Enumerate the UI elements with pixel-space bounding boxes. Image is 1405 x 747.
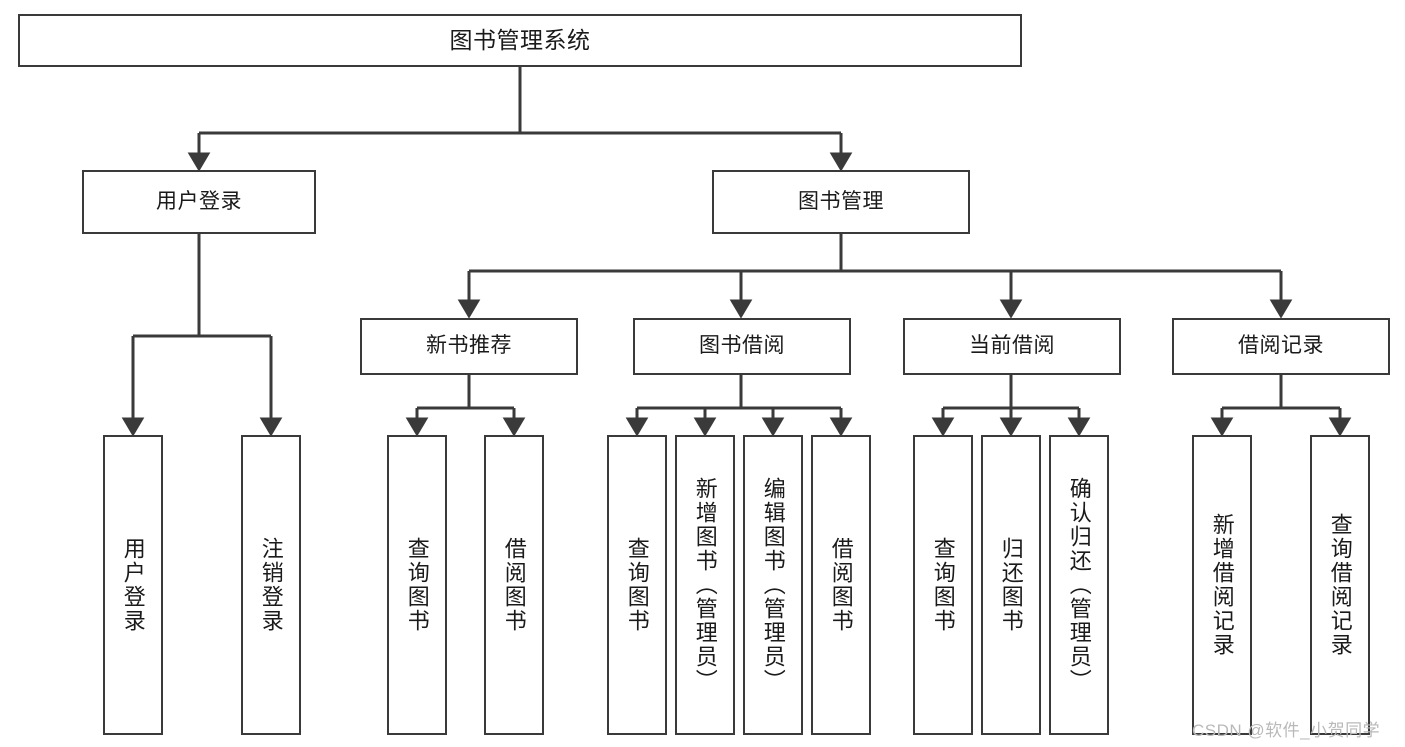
node-label: 图书管理系统	[449, 27, 591, 54]
node-leaf-user-login[interactable]: 用户登录	[103, 435, 163, 735]
node-root-book-management-system[interactable]: 图书管理系统	[18, 14, 1022, 67]
node-current-borrow[interactable]: 当前借阅	[903, 318, 1121, 375]
node-label: 借阅记录	[1238, 334, 1324, 358]
node-label: 新书推荐	[426, 334, 512, 358]
node-label: 查询图书	[624, 537, 650, 633]
node-leaf-query-books-newbook[interactable]: 查询图书	[387, 435, 447, 735]
node-label: 借阅图书	[828, 537, 854, 633]
node-leaf-add-book-admin[interactable]: 新增图书（管理员）	[675, 435, 735, 735]
node-leaf-add-borrow-record[interactable]: 新增借阅记录	[1192, 435, 1252, 735]
node-label: 编辑图书（管理员）	[760, 477, 786, 693]
node-label: 当前借阅	[969, 334, 1055, 358]
node-label: 查询借阅记录	[1327, 513, 1353, 657]
node-book-borrow[interactable]: 图书借阅	[633, 318, 851, 375]
csdn-watermark: CSDN @软件_小贺同学	[1192, 721, 1381, 740]
node-leaf-logout[interactable]: 注销登录	[241, 435, 301, 735]
node-leaf-edit-book-admin[interactable]: 编辑图书（管理员）	[743, 435, 803, 735]
node-label: 图书管理	[798, 189, 884, 213]
node-leaf-query-books-current[interactable]: 查询图书	[913, 435, 973, 735]
node-leaf-borrow-books-borrow[interactable]: 借阅图书	[811, 435, 871, 735]
node-label: 归还图书	[998, 537, 1024, 633]
node-book-management[interactable]: 图书管理	[712, 170, 970, 234]
node-label: 用户登录	[156, 189, 242, 213]
node-leaf-query-borrow-record[interactable]: 查询借阅记录	[1310, 435, 1370, 735]
node-label: 查询图书	[404, 537, 430, 633]
node-label: 确认归还（管理员）	[1066, 477, 1092, 693]
node-user-login[interactable]: 用户登录	[82, 170, 316, 234]
node-label: 新增借阅记录	[1209, 513, 1235, 657]
node-label: 用户登录	[120, 537, 146, 633]
node-label: 图书借阅	[699, 334, 785, 358]
node-leaf-query-books-borrow[interactable]: 查询图书	[607, 435, 667, 735]
node-label: 注销登录	[258, 537, 284, 633]
node-leaf-borrow-books-newbook[interactable]: 借阅图书	[484, 435, 544, 735]
node-label: 查询图书	[930, 537, 956, 633]
node-label: 新增图书（管理员）	[692, 477, 718, 693]
node-leaf-return-books[interactable]: 归还图书	[981, 435, 1041, 735]
node-label: 借阅图书	[501, 537, 527, 633]
node-borrow-record[interactable]: 借阅记录	[1172, 318, 1390, 375]
node-leaf-confirm-return-admin[interactable]: 确认归还（管理员）	[1049, 435, 1109, 735]
node-new-book-recommend[interactable]: 新书推荐	[360, 318, 578, 375]
